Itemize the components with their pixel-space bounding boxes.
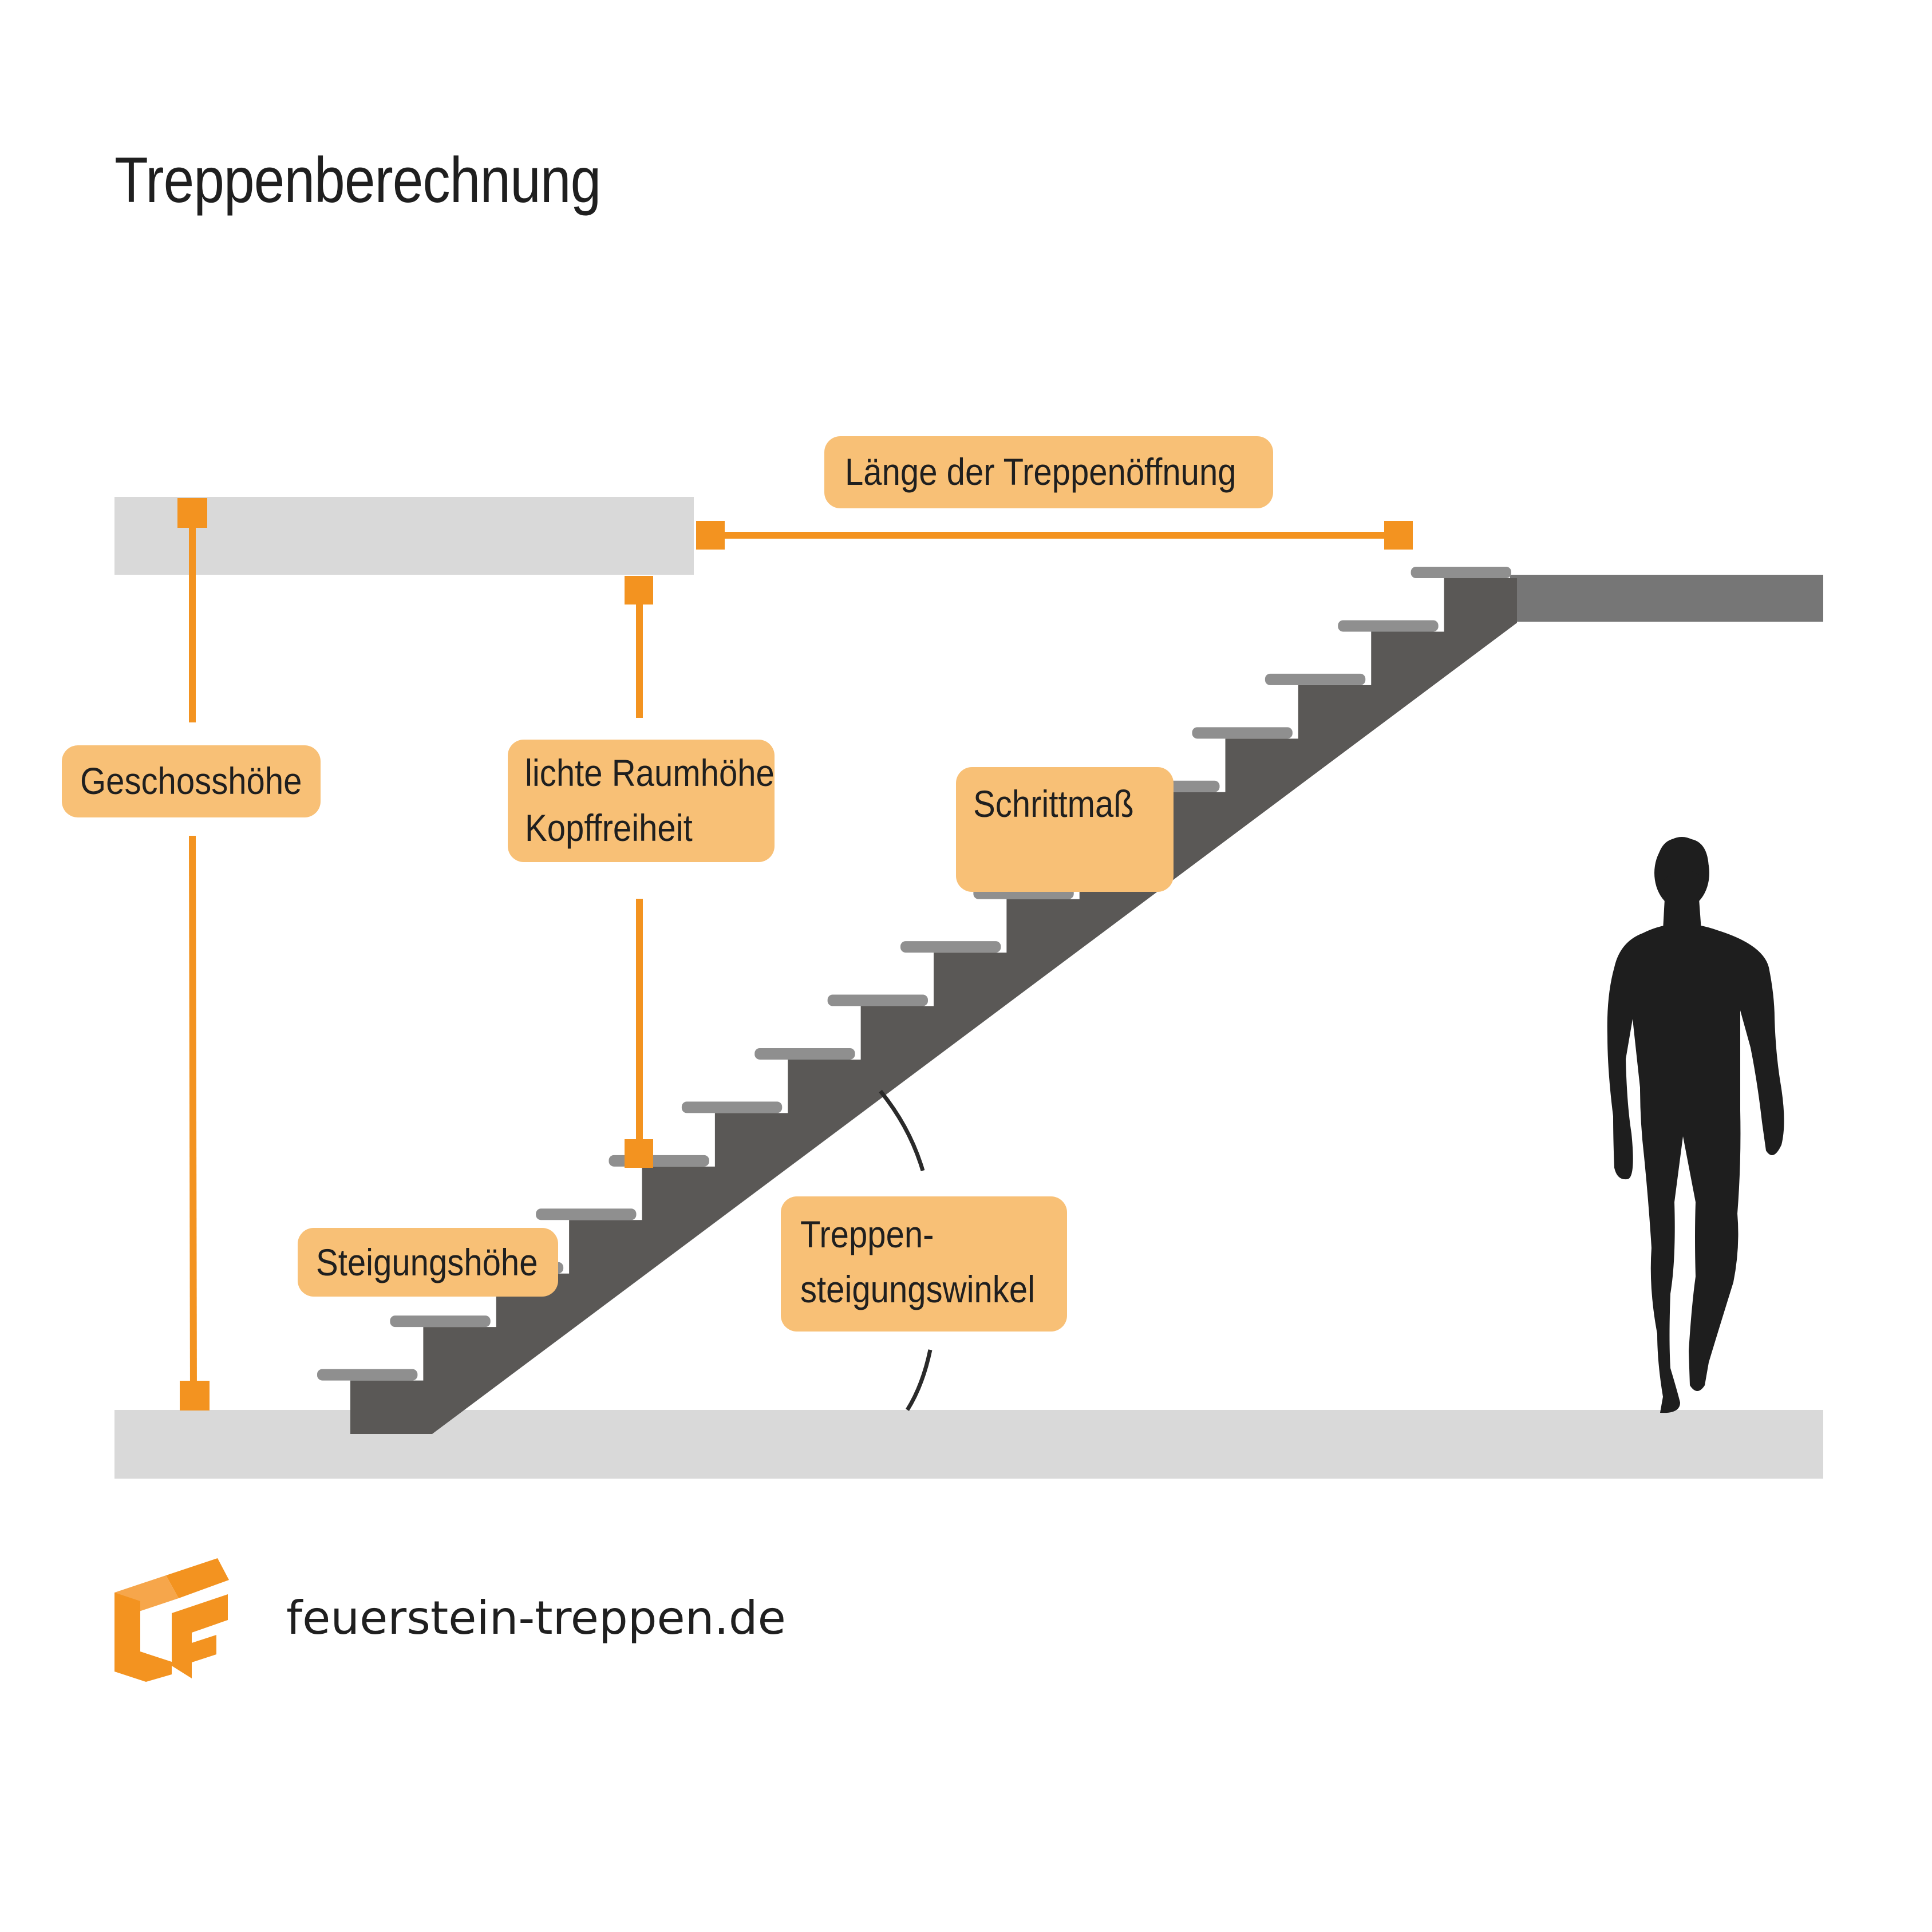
- ceiling-slab: [114, 497, 694, 575]
- opening-length-label: Länge der Treppenöffnung: [824, 436, 1273, 508]
- upper-floor-slab: [1510, 575, 1823, 622]
- feuerstein-logo-icon: [114, 1558, 229, 1682]
- stair-tread: [536, 1208, 637, 1220]
- stair-angle-label-line1: Treppen-: [800, 1213, 934, 1255]
- stair-tread: [681, 1101, 783, 1113]
- person-silhouette-icon: [1607, 837, 1784, 1413]
- floor-height-label: Geschosshöhe: [62, 745, 321, 817]
- stair-stringer: [350, 578, 1517, 1434]
- stair-tread: [390, 1315, 491, 1327]
- page-title: Treppenberechnung: [114, 144, 601, 216]
- stair-tread: [900, 941, 1001, 953]
- stair-tread: [1338, 620, 1439, 632]
- stair-tread: [609, 1155, 709, 1167]
- angle-arc-lower: [906, 1349, 933, 1411]
- stair-tread: [1265, 673, 1366, 685]
- step-measure-label: Schrittmaß: [956, 767, 1174, 892]
- headroom-dimension: [625, 576, 653, 1168]
- angle-arc-upper: [879, 1089, 925, 1171]
- website-link[interactable]: feuerstein-treppen.de: [286, 1591, 786, 1645]
- stair-angle-label: Treppen- steigungswinkel: [781, 1196, 1067, 1332]
- headroom-label: lichte Raumhöhe Kopffreiheit: [508, 740, 775, 862]
- stair-tread: [1192, 727, 1293, 739]
- stair-tread: [317, 1369, 418, 1381]
- headroom-label-line1: lichte Raumhöhe: [525, 752, 775, 794]
- stair-tread: [827, 994, 928, 1006]
- staircase: [317, 567, 1517, 1434]
- floor-height-dimension: [177, 498, 210, 1411]
- stair-tread: [1411, 567, 1511, 578]
- stair-angle-label-line2: steigungswinkel: [800, 1268, 1036, 1310]
- stair-tread: [754, 1048, 855, 1060]
- riser-height-label: Steigungshöhe: [298, 1228, 558, 1297]
- headroom-label-line2: Kopffreiheit: [525, 807, 693, 849]
- opening-length-dimension: [696, 521, 1413, 550]
